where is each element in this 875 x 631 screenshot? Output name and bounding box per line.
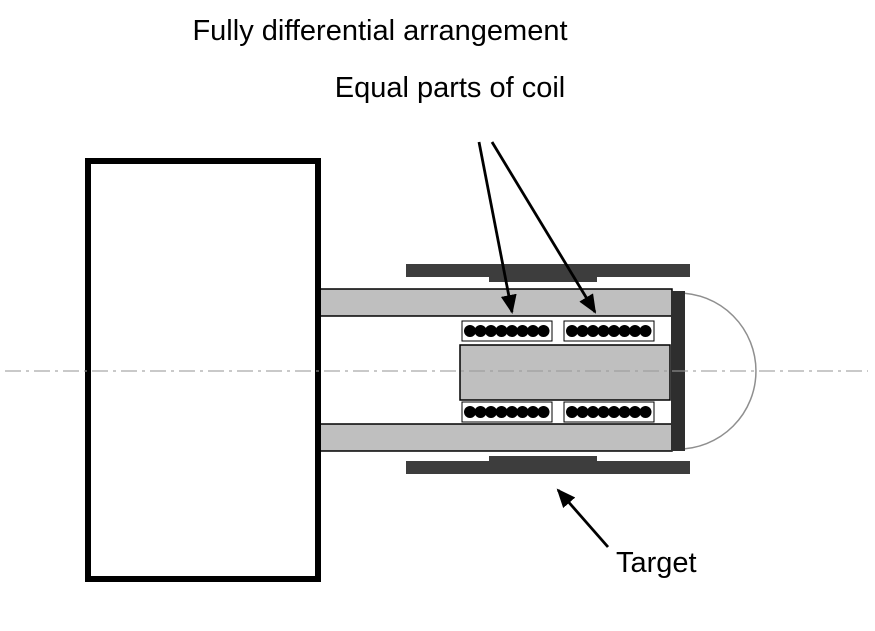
coil-winding-dot xyxy=(629,325,641,337)
coil-arrow-right xyxy=(490,141,597,314)
coil-winding-dot xyxy=(629,406,641,418)
coil-winding-dot xyxy=(474,406,487,418)
target-plate-top xyxy=(406,264,690,282)
coil-winding-dot xyxy=(516,406,529,418)
target-plate-bottom-step xyxy=(489,456,597,474)
coil-winding-dot xyxy=(618,406,631,418)
coil-winding-dot xyxy=(566,325,578,337)
target-arrow xyxy=(556,488,610,548)
target-plate-bottom xyxy=(406,456,690,474)
sensor-tube-top xyxy=(319,288,673,317)
coil-winding-dot xyxy=(474,325,487,337)
diagram-title: Fully differential arrangement xyxy=(192,15,567,47)
coil-winding-dot xyxy=(527,325,539,337)
coil-winding-dot xyxy=(527,406,539,418)
coil-winding-dot xyxy=(608,325,620,337)
coil-winding-dot xyxy=(516,325,529,337)
coil-label: Equal parts of coil xyxy=(335,72,566,104)
coil-winding-dot xyxy=(537,406,550,418)
coil-winding-dot xyxy=(587,406,599,418)
coil-winding-dot xyxy=(587,325,599,337)
coil-winding-dot xyxy=(464,325,476,337)
housing-block xyxy=(85,158,321,582)
coil-winding-dot xyxy=(506,325,518,337)
coil-winding-dot xyxy=(566,406,578,418)
coil-winding-dot xyxy=(639,406,652,418)
coil-winding-dot xyxy=(576,406,589,418)
dome-arc xyxy=(677,292,757,450)
coil-winding-dot xyxy=(597,406,610,418)
sensor-tube-bottom xyxy=(319,423,673,452)
coil-winding-dot xyxy=(576,325,589,337)
coil-winding-dot xyxy=(485,325,497,337)
coil-winding-dot xyxy=(537,325,550,337)
coil-winding-dot xyxy=(485,406,497,418)
sensor-core xyxy=(459,344,671,401)
coil-windings xyxy=(464,325,652,418)
coil-winding-dot xyxy=(608,406,620,418)
coil-winding-dot xyxy=(506,406,518,418)
coil-arrow-left xyxy=(477,141,517,314)
coil-winding-dot xyxy=(495,406,508,418)
coil-winding-dot xyxy=(597,325,610,337)
coil-winding-dot xyxy=(464,406,476,418)
target-label: Target xyxy=(616,547,697,579)
coil-winding-dot xyxy=(495,325,508,337)
coil-winding-dot xyxy=(618,325,631,337)
coil-winding-dot xyxy=(639,325,652,337)
